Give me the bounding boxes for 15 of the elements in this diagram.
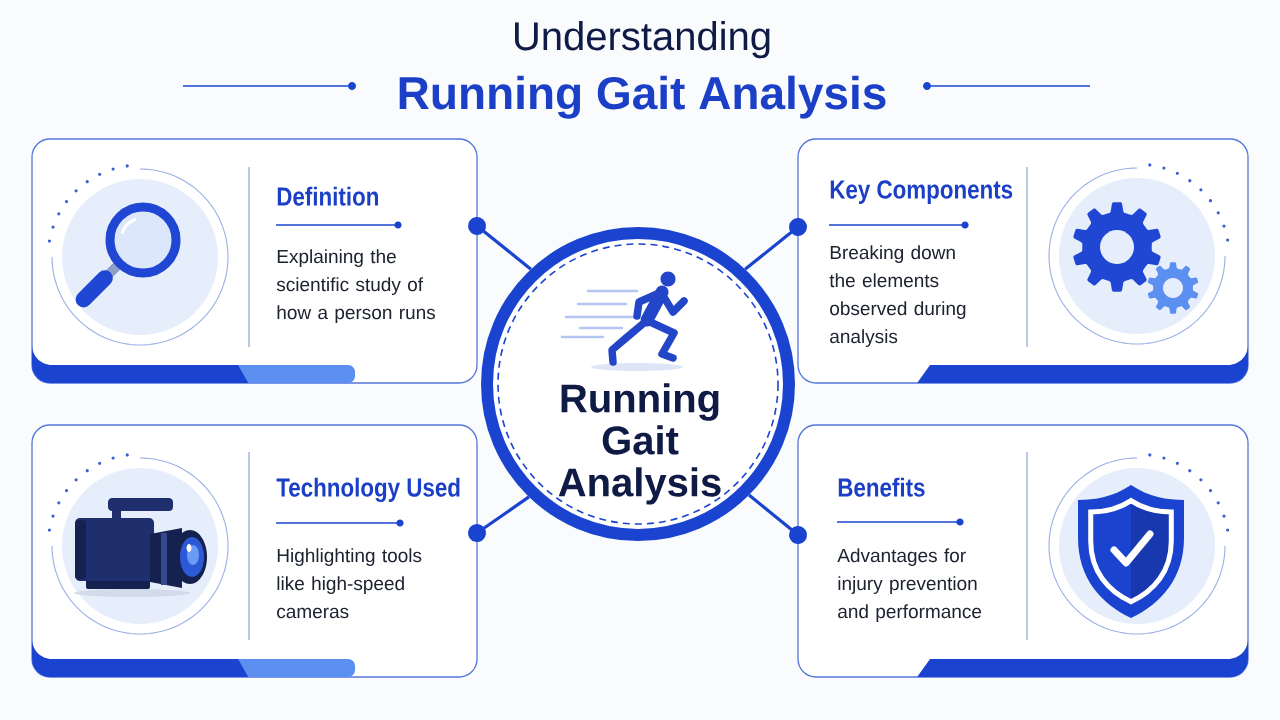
connector	[748, 493, 807, 544]
connector	[744, 218, 807, 271]
card-heading: Key Components	[830, 180, 1013, 204]
card-text: Advantages for injury prevention and performance	[837, 548, 982, 622]
connector	[468, 217, 532, 271]
card-text: Highlighting tools like high-speed cameras	[277, 548, 422, 619]
connector	[468, 495, 530, 542]
card-heading: Technology Used	[276, 477, 460, 502]
card-heading: Benefits	[838, 477, 925, 497]
hub-title: Running Gait Analysis	[558, 383, 721, 505]
card-heading: Definition	[277, 186, 378, 206]
card-text: Explaining the scientific study of how a person runs	[276, 249, 436, 323]
card-text: Breaking down the elements observed during analysis	[829, 245, 966, 347]
title-lead: Understanding	[515, 21, 770, 59]
title: Running Gait Analysis	[399, 75, 886, 119]
